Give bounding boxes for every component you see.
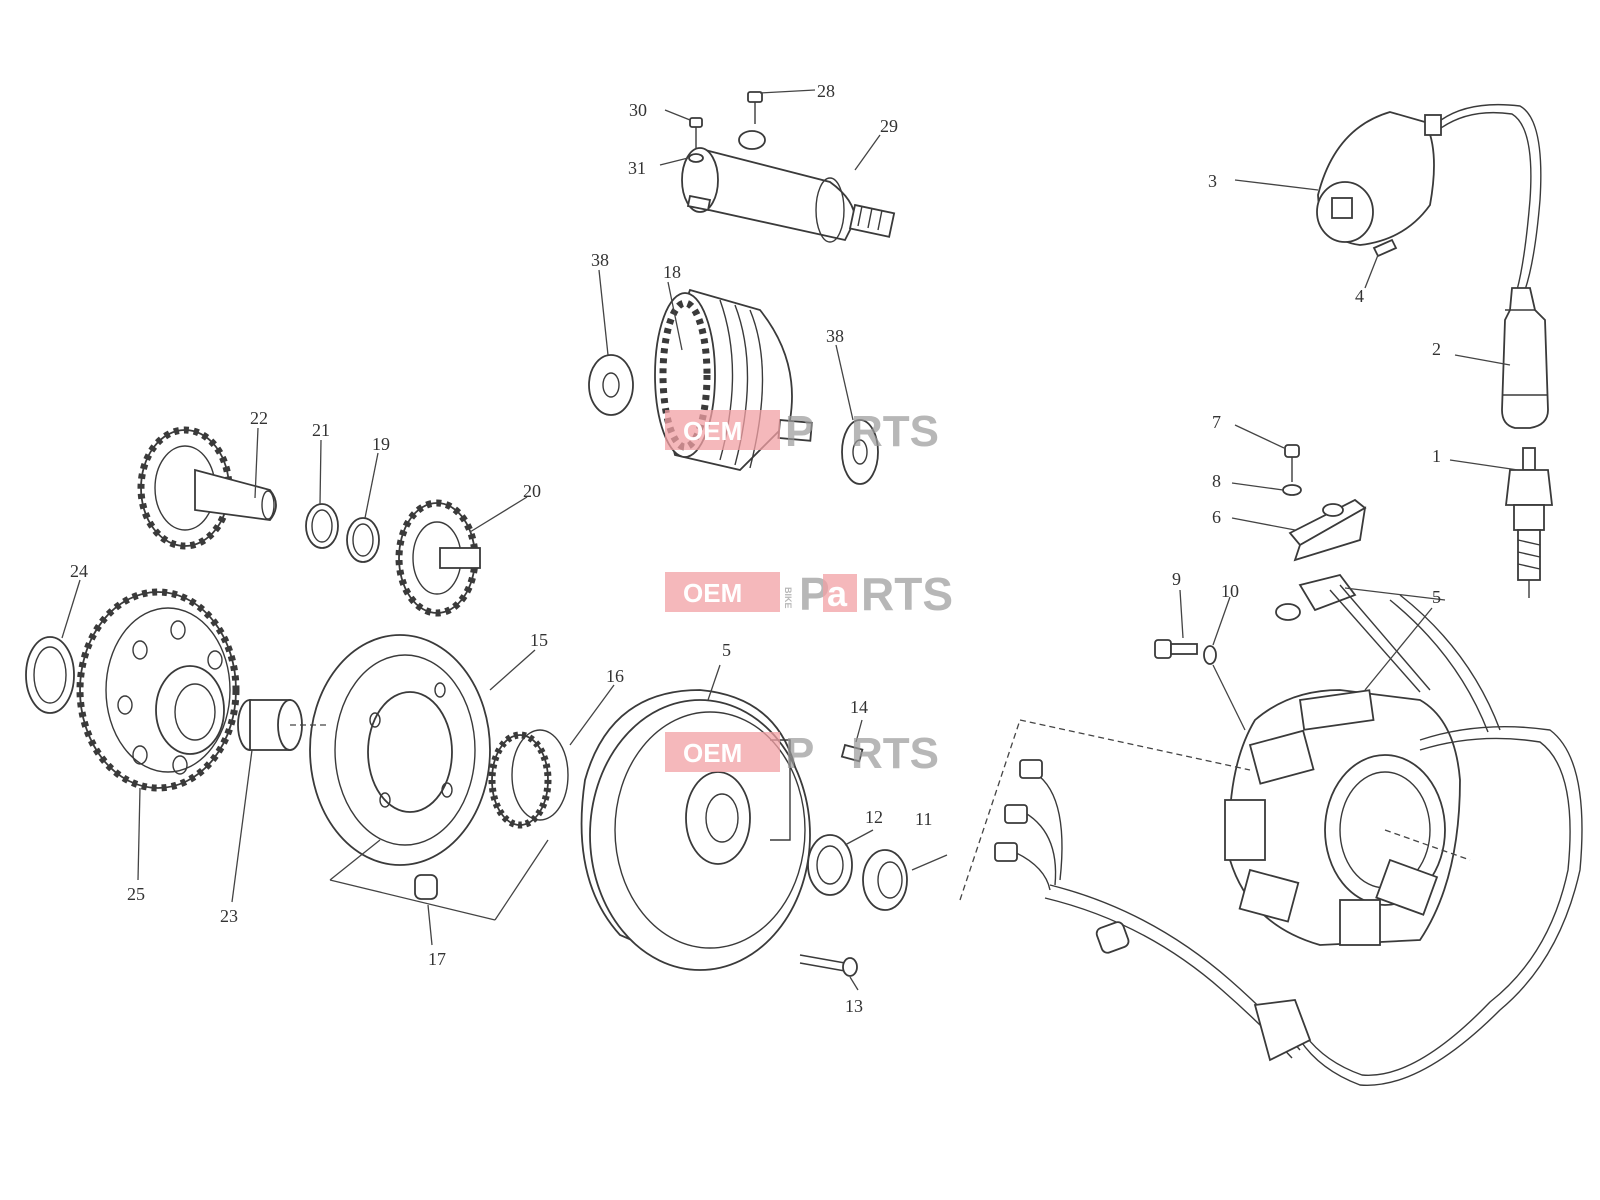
clutch-housing-15 xyxy=(309,634,491,866)
watermark-rts: RTS xyxy=(851,729,939,778)
callout-13: 13 xyxy=(845,996,863,1016)
callout-4: 4 xyxy=(1355,286,1364,306)
watermark: OEM P RTS OEM BIKE P a RTS OEM P RTS xyxy=(665,407,953,778)
pickup-bracket xyxy=(1282,444,1367,562)
washer-12 xyxy=(807,834,853,896)
washer-38-left xyxy=(588,354,634,416)
callout-38-right: 38 xyxy=(826,326,844,346)
starter-motor xyxy=(681,130,896,243)
stator-wire-harness xyxy=(994,759,1312,1062)
bolt-9 xyxy=(1154,639,1198,659)
callout-10: 10 xyxy=(1221,581,1239,601)
callout-14: 14 xyxy=(850,697,868,717)
ignition-coil xyxy=(1316,103,1542,291)
washer-19 xyxy=(346,517,380,563)
callout-30: 30 xyxy=(629,100,647,120)
callout-21: 21 xyxy=(312,420,330,440)
callout-16: 16 xyxy=(606,666,624,686)
callout-19: 19 xyxy=(372,434,390,454)
callout-11: 11 xyxy=(915,809,932,829)
callout-29: 29 xyxy=(880,116,898,136)
watermark-oem: OEM xyxy=(683,738,742,768)
grommet xyxy=(1095,921,1130,954)
callout-labels: 28 30 31 29 3 4 2 1 7 8 6 5 9 10 11 12 1… xyxy=(70,81,1441,1016)
bolt-13 xyxy=(799,954,858,977)
dowel-17 xyxy=(414,874,438,900)
callout-5-stator: 5 xyxy=(1432,587,1441,607)
callout-2: 2 xyxy=(1432,339,1441,359)
callout-18: 18 xyxy=(663,262,681,282)
spark-plug-1 xyxy=(1504,447,1554,598)
plug-cap-2 xyxy=(1501,287,1549,429)
washer-10 xyxy=(1203,645,1217,665)
callout-23: 23 xyxy=(220,906,238,926)
gear-22 xyxy=(137,426,277,550)
washer-31 xyxy=(688,153,704,163)
callout-9: 9 xyxy=(1172,569,1181,589)
watermark-rts: RTS xyxy=(851,407,939,456)
callout-3: 3 xyxy=(1208,171,1217,191)
bolt-28 xyxy=(747,91,763,124)
callout-6: 6 xyxy=(1212,507,1221,527)
watermark-a: a xyxy=(827,573,848,614)
gear-25 xyxy=(76,588,240,792)
callout-8: 8 xyxy=(1212,471,1221,491)
callout-22: 22 xyxy=(250,408,268,428)
nut-11 xyxy=(862,849,908,911)
callout-12: 12 xyxy=(865,807,883,827)
callout-7: 7 xyxy=(1212,412,1221,432)
bolt-30 xyxy=(689,117,703,148)
key-14 xyxy=(840,743,864,763)
gear-20 xyxy=(395,499,481,617)
washer-21 xyxy=(305,503,339,549)
callout-5-flywheel: 5 xyxy=(722,640,731,660)
watermark-oem: OEM xyxy=(683,578,742,608)
watermark-rts: RTS xyxy=(861,568,953,620)
watermark-p: P xyxy=(785,407,814,456)
callout-25: 25 xyxy=(127,884,145,904)
screw-4 xyxy=(1372,238,1398,258)
callout-38-left: 38 xyxy=(591,250,609,270)
callout-1: 1 xyxy=(1432,446,1441,466)
callout-20: 20 xyxy=(523,481,541,501)
pickup-sensor xyxy=(1275,573,1357,621)
washer-38-right xyxy=(841,419,879,485)
watermark-p: P xyxy=(785,729,814,778)
callout-17: 17 xyxy=(428,949,446,969)
callout-31: 31 xyxy=(628,158,646,178)
watermark-bike: BIKE xyxy=(783,587,793,609)
watermark-oem: OEM xyxy=(683,416,742,446)
callout-24: 24 xyxy=(70,561,88,581)
leader-lines xyxy=(61,89,1519,991)
washer-24 xyxy=(25,636,75,714)
callout-15: 15 xyxy=(530,630,548,650)
one-way-clutch-16 xyxy=(488,729,569,829)
callout-28: 28 xyxy=(817,81,835,101)
